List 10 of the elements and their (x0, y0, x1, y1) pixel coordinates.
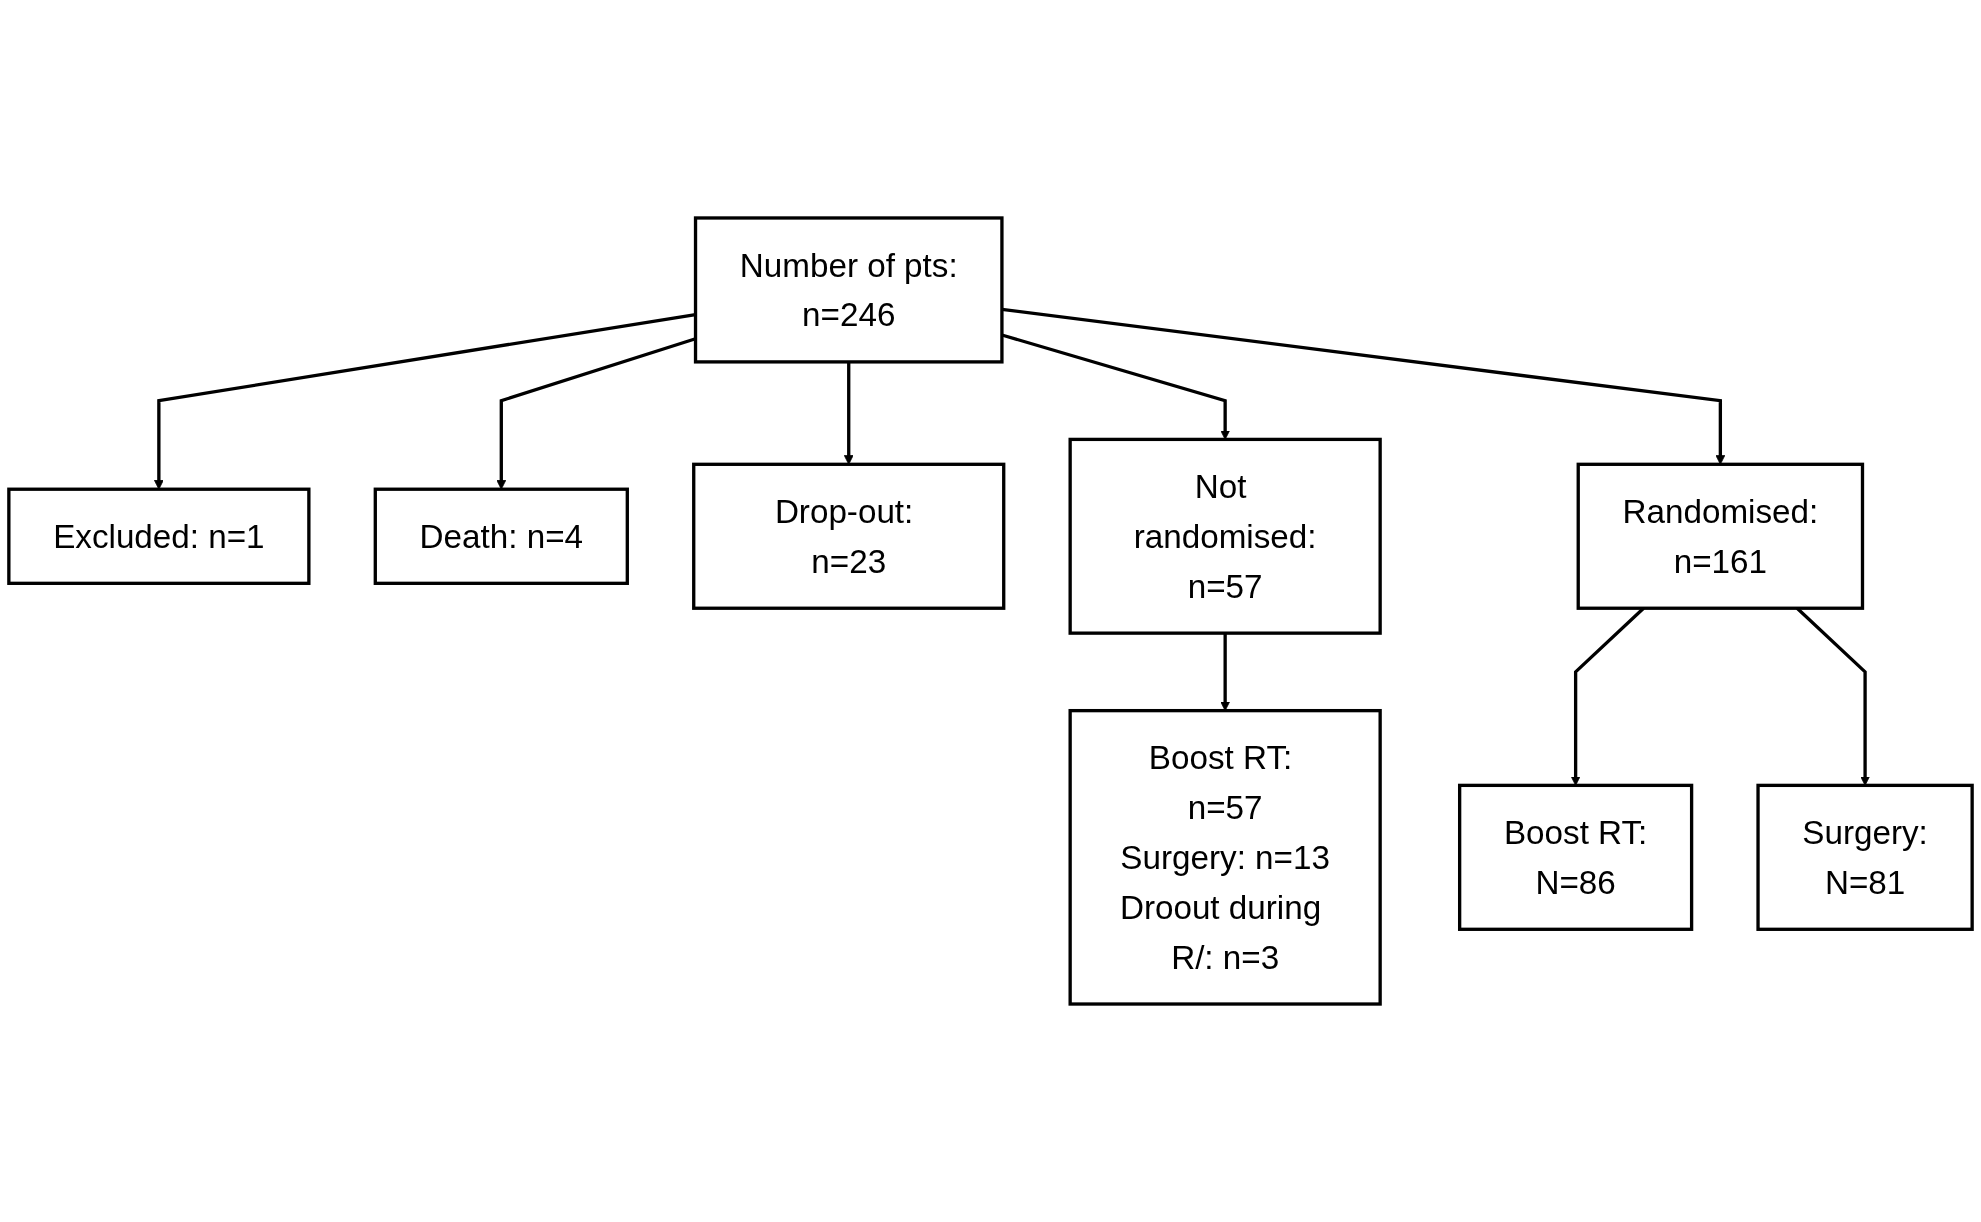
node-box: Surgery: N=81 (1756, 783, 1974, 931)
node-box: Excluded: n=1 (7, 487, 311, 585)
node-box: Boost RT: n=57 Surgery: n=13 Droout during R/: n=3 (1068, 709, 1382, 1006)
node-box: Drop-out: n=23 (692, 462, 1006, 610)
node-box: Death: n=4 (373, 487, 629, 585)
node-box: Number of pts: n=246 (693, 216, 1004, 364)
node-box: Boost RT: N=86 (1458, 783, 1694, 931)
node-box: Randomised: n=161 (1576, 462, 1865, 610)
arrow (843, 361, 854, 465)
node-box: Not randomised: n=57 (1068, 437, 1382, 635)
